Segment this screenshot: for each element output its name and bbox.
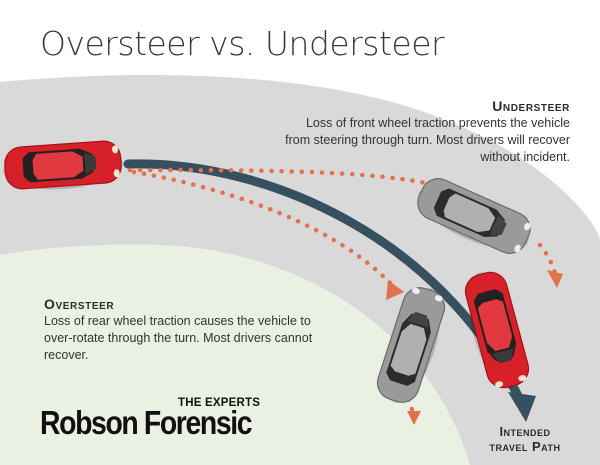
understeer-arrowhead: [547, 270, 563, 288]
intended-path-label-line1: Intended: [499, 424, 551, 439]
oversteer-arrowhead-down: [407, 411, 421, 425]
understeer-heading: Understeer: [492, 98, 570, 114]
oversteer-arrowhead-right: [386, 280, 404, 300]
oversteer-description: Loss of rear wheel traction causes the v…: [44, 314, 313, 362]
intended-path-label-line2: travel Path: [489, 439, 561, 454]
intended-path-label: Intended travel Path: [470, 424, 580, 454]
oversteer-callout: Oversteer Loss of rear wheel traction ca…: [44, 296, 329, 364]
page-title: Oversteer vs. Understeer: [40, 24, 445, 63]
understeer-callout: Understeer Loss of front wheel traction …: [280, 98, 570, 166]
grass-area: [0, 244, 470, 465]
brand-tagline: THE EXPERTS: [178, 397, 261, 409]
understeer-description: Loss of front wheel traction prevents th…: [285, 116, 570, 164]
oversteer-dotted-path: [131, 169, 395, 288]
oversteer-heading: Oversteer: [44, 296, 115, 312]
intended-path-arrowhead: [508, 392, 536, 422]
brand-name: Robson Forensic: [40, 404, 253, 441]
understeer-dotted-path: [127, 167, 559, 280]
road-surface: [0, 74, 600, 465]
